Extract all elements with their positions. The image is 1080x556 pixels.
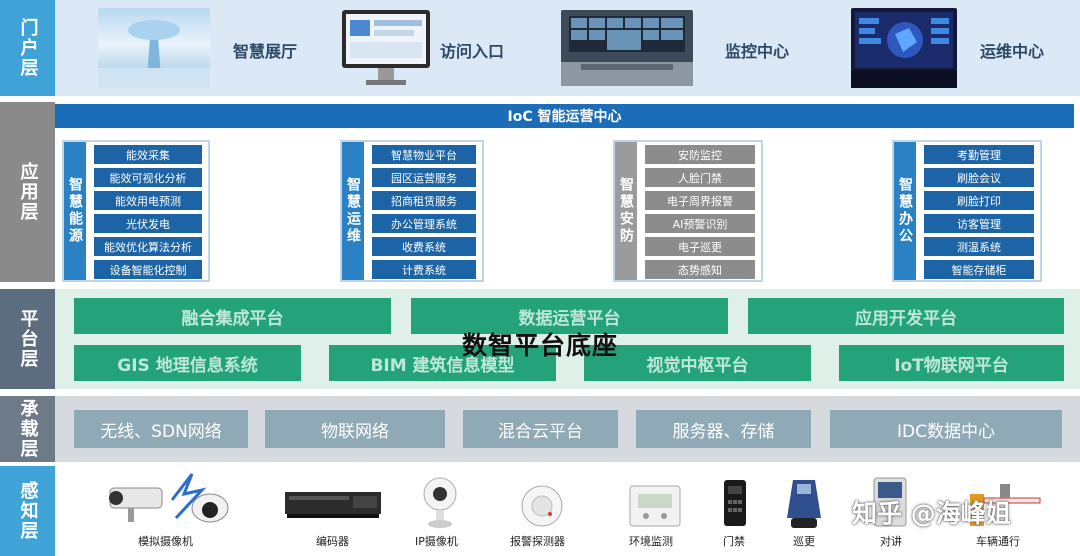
device-label: 巡更 [793, 535, 815, 548]
portal-label-ops: 运维中心 [980, 42, 1045, 61]
app-item: 电子巡更 [645, 237, 755, 256]
platform-box: 数据运营平台 [411, 298, 728, 334]
access-control-icon [724, 480, 746, 526]
app-item: 刷脸会议 [924, 168, 1034, 187]
ip-camera-icon [423, 477, 457, 528]
platform-box: GIS 地理信息系统 [74, 345, 301, 381]
app-item: 收费系统 [372, 237, 476, 256]
app-group-title: 智慧能源 [64, 142, 86, 280]
app-item: 测温系统 [924, 237, 1034, 256]
device-label: 环境监测 [629, 535, 673, 548]
app-group-security: 智慧安防 安防监控 人脸门禁 电子周界报警 AI预警识别 电子巡更 态势感知 [613, 140, 763, 282]
analog-camera-icon [109, 473, 229, 523]
portal-band: 智慧展厅 访问入口 监控中心 运维中心 [55, 0, 1080, 96]
app-item: 刷脸打印 [924, 191, 1034, 210]
device-label: 门禁 [723, 535, 745, 548]
app-item: 能效用电预测 [94, 191, 202, 210]
carry-box: 无线、SDN网络 [74, 410, 248, 448]
environment-monitor-icon [629, 485, 681, 527]
device-label: 对讲 [880, 535, 902, 548]
app-item: 智慧物业平台 [372, 145, 476, 164]
app-item: 安防监控 [645, 145, 755, 164]
device-label: 车辆通行 [976, 535, 1020, 548]
app-group-title: 智慧运维 [342, 142, 364, 280]
layer-label-app: 应用层 [0, 102, 55, 282]
app-item: 光伏发电 [94, 214, 202, 233]
app-item: 态势感知 [645, 260, 755, 279]
operations-center-image [851, 8, 957, 88]
app-item: 能效优化算法分析 [94, 237, 202, 256]
ioc-title-bar: IoC 智能运营中心 [55, 104, 1074, 128]
platform-overlay-title: 数智平台底座 [462, 331, 619, 360]
app-item: 招商租赁服务 [372, 191, 476, 210]
portal-label-monitor: 监控中心 [725, 42, 790, 61]
device-label: 报警探测器 [510, 535, 565, 548]
platform-box: 视觉中枢平台 [584, 345, 811, 381]
device-label: 模拟摄像机 [138, 535, 193, 548]
app-item: 考勤管理 [924, 145, 1034, 164]
carry-box: 混合云平台 [463, 410, 618, 448]
platform-box: BIM 建筑信息模型 [329, 345, 556, 381]
watermark-text: 知乎 @海峰姐 [852, 499, 1011, 528]
app-item: 能效可视化分析 [94, 168, 202, 187]
portal-label-hall: 智慧展厅 [233, 42, 298, 61]
carry-box: IDC数据中心 [830, 410, 1062, 448]
app-item: 计费系统 [372, 260, 476, 279]
monitoring-center-image [561, 10, 693, 86]
layer-label-carry: 承载层 [0, 396, 55, 462]
carry-box: 物联网络 [265, 410, 445, 448]
intercom-icon [873, 477, 907, 527]
alarm-detector-icon [521, 485, 563, 527]
device-label: IP摄像机 [415, 535, 458, 548]
carry-box: 服务器、存储 [636, 410, 811, 448]
app-item: 办公管理系统 [372, 214, 476, 233]
layer-label-platform: 平台层 [0, 289, 55, 389]
app-group-title: 智慧安防 [615, 142, 637, 280]
exhibition-hall-image [98, 8, 210, 88]
layer-label-portal: 门户层 [0, 0, 55, 96]
app-item: 智能存储柜 [924, 260, 1034, 279]
platform-box: 应用开发平台 [748, 298, 1064, 334]
app-group-office: 智慧办公 考勤管理 刷脸会议 刷脸打印 访客管理 测温系统 智能存储柜 [892, 140, 1042, 282]
app-item: 访客管理 [924, 214, 1034, 233]
access-monitor-image [340, 8, 432, 88]
vehicle-gate-icon [970, 484, 1041, 526]
app-item: 设备智能化控制 [94, 260, 202, 279]
app-item: 能效采集 [94, 145, 202, 164]
app-group-title: 智慧办公 [894, 142, 916, 280]
app-item: 园区运营服务 [372, 168, 476, 187]
platform-box: 融合集成平台 [74, 298, 391, 334]
app-item: 人脸门禁 [645, 168, 755, 187]
app-item: AI预警识别 [645, 214, 755, 233]
app-item: 电子周界报警 [645, 191, 755, 210]
encoder-icon [285, 492, 381, 518]
portal-label-access: 访问入口 [440, 42, 505, 61]
device-label: 编码器 [316, 535, 349, 548]
platform-box: IoT物联网平台 [839, 345, 1064, 381]
app-group-energy: 智慧能源 能效采集 能效可视化分析 能效用电预测 光伏发电 能效优化算法分析 设… [62, 140, 210, 282]
layer-label-sense: 感知层 [0, 466, 55, 556]
patrol-device-icon [787, 480, 821, 528]
app-group-operations: 智慧运维 智慧物业平台 园区运营服务 招商租赁服务 办公管理系统 收费系统 计费… [340, 140, 484, 282]
